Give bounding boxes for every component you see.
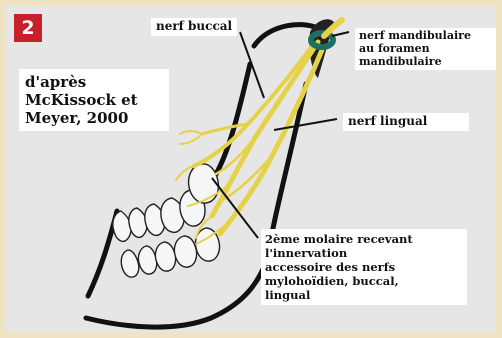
second-molar-label: 2ème molaire recevant l'innervation acce… (261, 229, 467, 305)
label-line: mylohoïdien, buccal, (265, 274, 463, 288)
lingual-nerve-label: nerf lingual (343, 113, 469, 131)
reference-line: Meyer, 2000 (25, 109, 163, 127)
reference-label: d'après McKissock et Meyer, 2000 (19, 69, 169, 131)
second-molar (189, 164, 219, 203)
label-line: nerf mandibulaire (359, 30, 496, 43)
label-line: lingual (265, 288, 463, 302)
teeth (113, 164, 220, 277)
reference-line: d'après (25, 73, 163, 91)
reference-line: McKissock et (25, 91, 163, 109)
label-line: 2ème molaire recevant (265, 232, 463, 246)
label-line: l'innervation (265, 246, 463, 260)
figure-number-badge: 2 (14, 14, 42, 42)
illustration-frame: 2 d'après McKissock et Meyer, 2000 nerf … (6, 6, 496, 332)
buccal-nerve-label: nerf buccal (151, 18, 237, 36)
label-line: mandibulaire (359, 56, 496, 69)
label-line: accessoire des nerfs (265, 260, 463, 274)
mandibular-nerve-label: nerf mandibulaire au foramen mandibulair… (355, 28, 496, 70)
label-line: au foramen (359, 43, 496, 56)
